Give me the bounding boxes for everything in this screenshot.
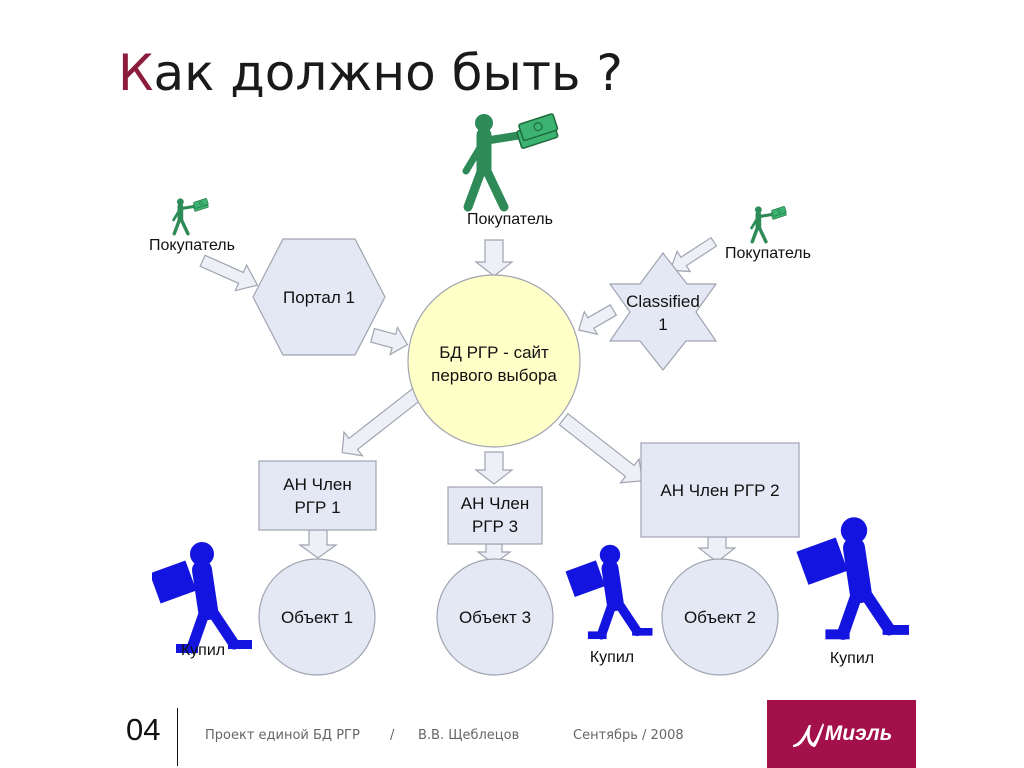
mial-logo: Миэль [767, 700, 916, 768]
flow-arrows [199, 236, 737, 565]
agency1-label-line2: РГР 1 [294, 498, 341, 517]
arrow-agency1-to-object1 [298, 529, 338, 559]
buyer-right-label: Покупатель [725, 245, 811, 262]
arrow-center-to-agency2 [558, 412, 644, 484]
center-database-circle [407, 274, 581, 448]
arrow-portal-to-center [370, 325, 409, 356]
arrow-center-to-agency3 [474, 451, 514, 485]
object1-circle [258, 558, 376, 676]
footer-project: Проект единой БД РГР [205, 728, 360, 743]
portal-label: Портал 1 [283, 288, 355, 307]
agency3-label-line1: АН Член [460, 494, 530, 513]
title-rest: ак должно быть ? [153, 44, 623, 102]
agency1-box [258, 460, 377, 531]
classified-label-line1: Classified [626, 292, 700, 311]
buyer-with-money-icon [174, 198, 210, 234]
agency2-box [640, 442, 800, 538]
classified-label-line2: 1 [658, 315, 668, 334]
object2-label: Объект 2 [683, 608, 757, 627]
agency2-label: АН Член РГР 2 [660, 481, 780, 500]
title-first-letter: К [118, 44, 154, 102]
object1-label: Объект 1 [280, 608, 354, 627]
carrier-with-box-icon [150, 542, 252, 653]
classified-star [608, 252, 718, 371]
arrow-classified-to-center [577, 303, 618, 336]
logo-text: Миэль [824, 722, 893, 745]
agency3-box [447, 486, 543, 545]
center-label: БД РГР - сайт первого выбора [414, 341, 574, 387]
footer-separator: / [390, 728, 395, 743]
bought-right-label: Купил [829, 650, 875, 667]
portal-hexagon [252, 238, 386, 356]
arrow-center-to-agency1 [341, 387, 423, 457]
carrier-with-box-icon [566, 545, 653, 639]
agency1-label-line1: АН Член [283, 475, 352, 494]
footer-date: Сентябрь / 2008 [573, 728, 684, 743]
mial-logo-mark-icon [792, 723, 824, 747]
center-label-line2: первого выбора [431, 366, 557, 385]
buyer-left-label: Покупатель [149, 237, 235, 254]
footer-divider [177, 708, 178, 766]
arrow-agency3-to-object3 [476, 543, 512, 565]
object3-label: Объект 3 [458, 608, 532, 627]
object2-circle [661, 558, 779, 676]
buyer-top-label: Покупатель [467, 211, 553, 228]
object3-circle [436, 558, 554, 676]
page-number: 04 [126, 712, 161, 747]
footer-author: В.В. Щеблецов [418, 728, 520, 743]
buyer-with-money-icon [466, 114, 560, 207]
agency3-label-line2: РГР 3 [471, 517, 519, 536]
center-label-line1: БД РГР - сайт [439, 343, 549, 362]
bought-middle-label: Купил [589, 649, 635, 666]
arrow-left-buyer-to-portal [199, 254, 259, 292]
arrow-agency2-to-object2 [697, 536, 737, 563]
buyer-with-money-icon [752, 206, 788, 242]
agency1-label: АН Член РГР 1 [259, 473, 376, 519]
arrow-right-buyer-to-classified [669, 236, 718, 273]
classified-label: Classified 1 [603, 290, 723, 336]
agency3-label: АН Член РГР 3 [448, 492, 542, 538]
slide-title: Как должно быть ? [118, 38, 623, 108]
carrier-with-box-icon [796, 517, 909, 639]
bought-left-label: Купил [180, 642, 226, 659]
arrow-top-buyer-to-center [474, 239, 514, 277]
